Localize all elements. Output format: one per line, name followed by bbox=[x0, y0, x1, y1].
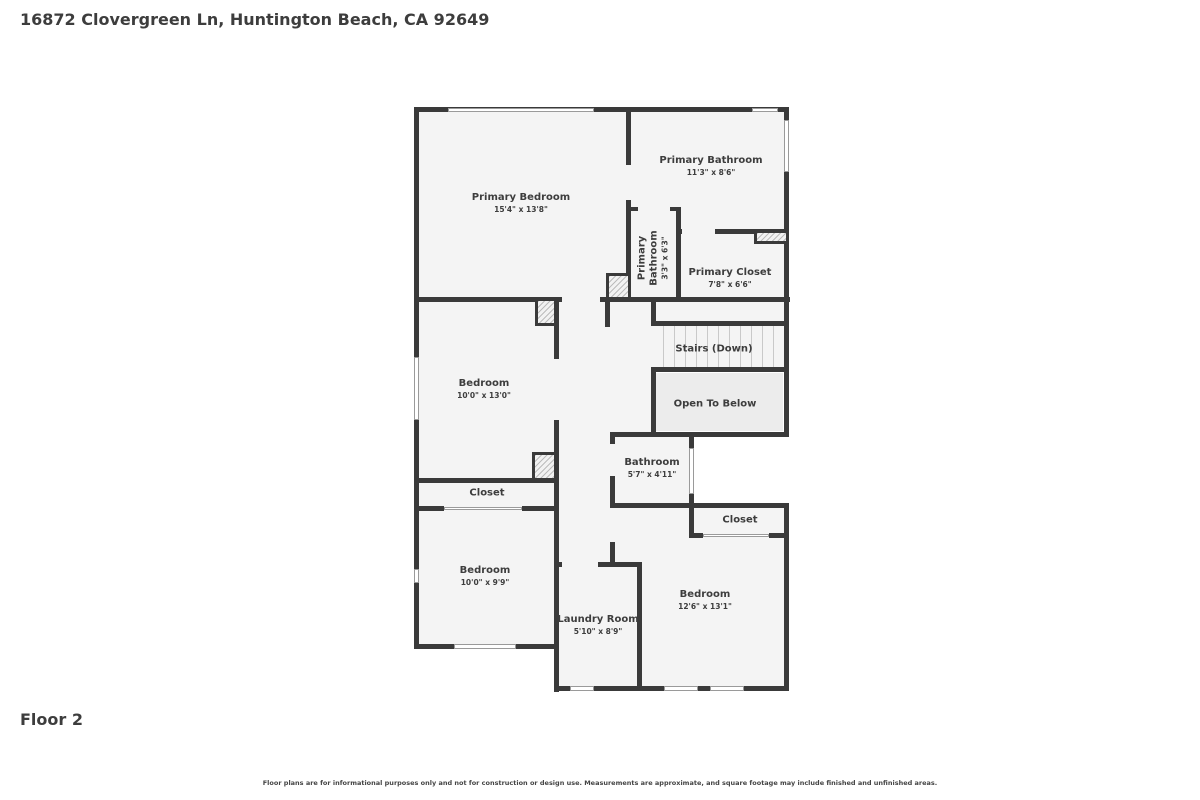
wall bbox=[689, 533, 703, 538]
wall bbox=[651, 367, 656, 437]
room-primary-bathroom: Primary Bathroom 11'3" x 8'6" bbox=[659, 155, 763, 177]
property-address: 16872 Clovergreen Ln, Huntington Beach, … bbox=[20, 10, 490, 29]
room-closet-2: Closet bbox=[469, 487, 505, 499]
floor-label: Floor 2 bbox=[20, 710, 83, 729]
wall bbox=[598, 562, 642, 567]
room-open-to-below: Open To Below bbox=[673, 398, 757, 410]
room-stairs-down: Stairs (Down) bbox=[675, 343, 753, 355]
wall bbox=[554, 297, 559, 359]
wall bbox=[676, 207, 681, 302]
wall bbox=[610, 503, 789, 508]
wall bbox=[554, 552, 559, 692]
wall bbox=[414, 478, 559, 483]
room-primary-bathroom-small: Primary Bathroom 3'3" x 6'3" bbox=[636, 230, 670, 286]
room-primary-bedroom: Primary Bedroom 15'4" x 13'8" bbox=[471, 192, 571, 214]
window bbox=[414, 569, 419, 583]
column-hatch bbox=[754, 230, 789, 244]
wall bbox=[522, 506, 559, 511]
wall bbox=[554, 420, 559, 515]
closet-door bbox=[703, 534, 769, 537]
wall bbox=[651, 432, 789, 437]
floor-fill-closet bbox=[652, 300, 786, 325]
stairs-area bbox=[653, 325, 785, 368]
closet-door bbox=[444, 507, 522, 510]
wall bbox=[610, 542, 615, 567]
window bbox=[752, 108, 778, 112]
window bbox=[664, 686, 698, 691]
wall bbox=[554, 562, 562, 567]
disclaimer: Floor plans are for informational purpos… bbox=[262, 779, 938, 787]
window bbox=[689, 448, 694, 494]
room-primary-closet: Primary Closet 7'8" x 6'6" bbox=[688, 267, 772, 289]
wall bbox=[784, 503, 789, 691]
window bbox=[570, 686, 594, 691]
wall bbox=[414, 297, 562, 302]
wall bbox=[784, 107, 789, 437]
wall bbox=[414, 107, 788, 112]
room-bedroom-4: Bedroom 12'6" x 13'1" bbox=[678, 589, 732, 611]
window bbox=[784, 120, 789, 172]
wall bbox=[715, 229, 789, 234]
window bbox=[710, 686, 744, 691]
wall bbox=[676, 229, 682, 234]
wall bbox=[670, 207, 680, 211]
wall bbox=[637, 562, 642, 690]
wall bbox=[610, 432, 692, 437]
wall bbox=[626, 207, 638, 211]
column-hatch bbox=[606, 273, 631, 300]
wall bbox=[769, 533, 789, 538]
window bbox=[454, 644, 516, 649]
room-closet-4: Closet bbox=[722, 514, 758, 526]
wall bbox=[651, 297, 656, 325]
wall bbox=[651, 367, 789, 372]
wall bbox=[600, 297, 790, 302]
wall bbox=[610, 476, 615, 508]
wall bbox=[651, 321, 789, 326]
wall bbox=[689, 503, 694, 538]
wall bbox=[414, 506, 444, 511]
room-bedroom-2: Bedroom 10'0" x 13'0" bbox=[457, 378, 511, 400]
window bbox=[414, 357, 419, 420]
wall bbox=[626, 107, 631, 165]
floor-fill-top bbox=[416, 110, 786, 300]
room-laundry: Laundry Room 5'10" x 8'9" bbox=[557, 614, 639, 636]
room-bathroom: Bathroom 5'7" x 4'11" bbox=[624, 457, 680, 479]
room-bedroom-3: Bedroom 10'0" x 9'9" bbox=[459, 565, 511, 587]
wall bbox=[605, 297, 610, 327]
wall bbox=[626, 200, 631, 302]
floor-fill-bath bbox=[612, 436, 692, 506]
wall bbox=[610, 432, 615, 444]
window bbox=[448, 108, 594, 112]
open-to-below-area bbox=[655, 373, 783, 431]
